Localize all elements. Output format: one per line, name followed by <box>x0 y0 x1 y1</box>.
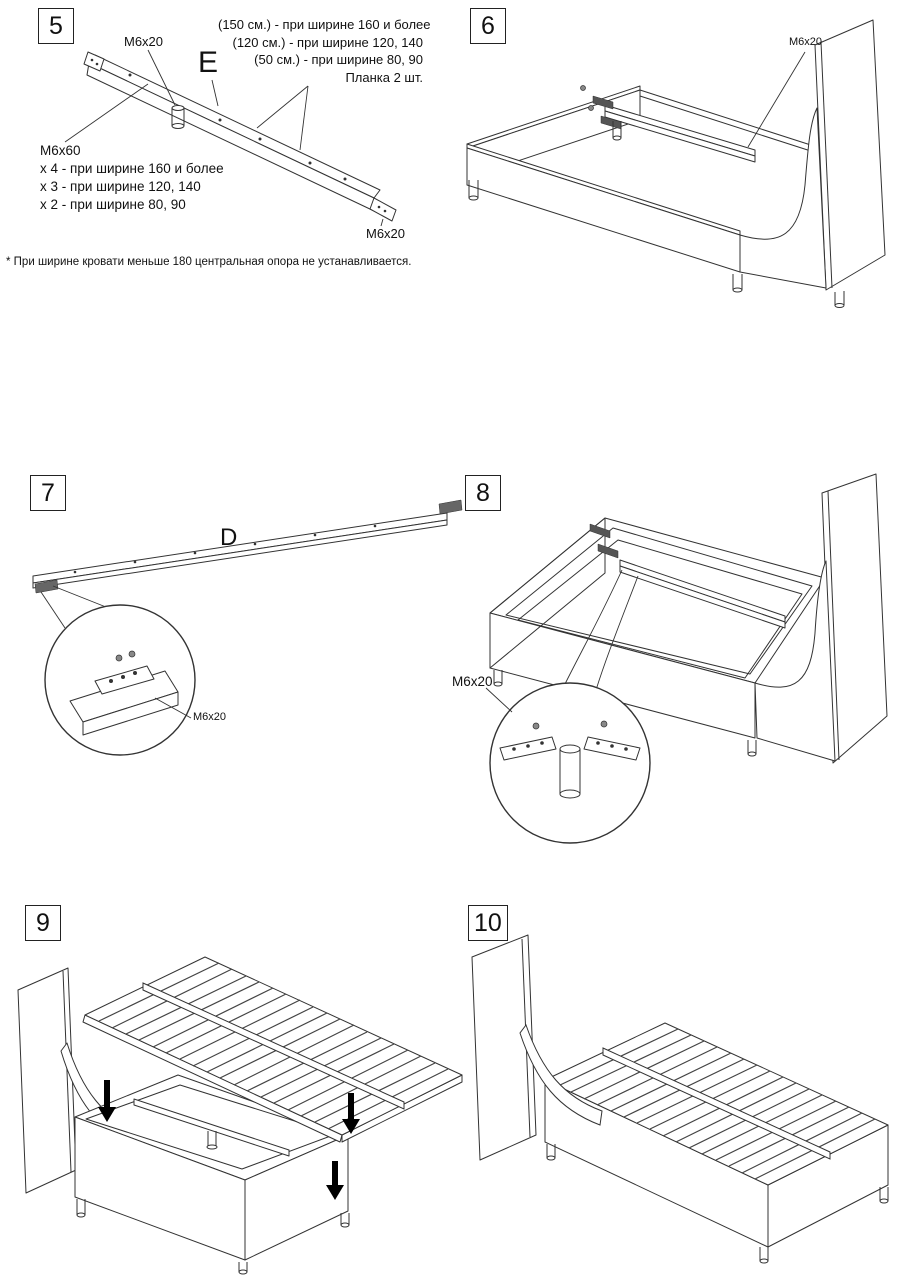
magnifier-circle <box>489 682 651 844</box>
step-number-8: 8 <box>476 478 490 507</box>
bed-box <box>489 473 888 764</box>
step-5-panel: 5 M6x20 E (150 см.) - при ширине 160 и б… <box>0 0 440 290</box>
frame-legs <box>493 670 757 757</box>
step-number-box-9: 9 <box>25 905 61 941</box>
headboard <box>471 934 537 1161</box>
fastener-label-m6x20-bottom: M6x20 <box>366 226 406 241</box>
bracket-holes <box>109 671 137 683</box>
slat-center-rail <box>602 1047 831 1160</box>
step-10-panel: 10 <box>460 895 900 1280</box>
down-arrow-3-head <box>326 1185 344 1200</box>
beam-leg <box>612 121 622 141</box>
beam-brackets <box>589 523 619 559</box>
bracket-detail <box>69 665 179 736</box>
step8-drawing <box>485 473 888 844</box>
length-note-3: (50 см.) - при ширине 80, 90 <box>254 52 423 67</box>
plank-e <box>83 51 397 222</box>
leader-lines <box>747 51 806 148</box>
step10-drawing <box>471 934 889 1264</box>
bed-frame <box>466 19 886 291</box>
bolt-name-m6x60: M6x60 <box>40 143 81 158</box>
step-number-7: 7 <box>41 478 55 507</box>
end-brackets <box>34 499 463 594</box>
bolt-qty-block: M6x60 х 4 - при ширине 160 и более х 3 -… <box>40 142 224 214</box>
fastener-label-m6x20: M6x20 <box>789 36 823 48</box>
fastener-label-m6x20-top: M6x20 <box>124 34 164 49</box>
step-7-panel: 7 D M6x20 <box>15 468 465 773</box>
curved-side-wing <box>519 1023 603 1126</box>
step-number-9: 9 <box>36 908 50 937</box>
box-center-leg <box>206 1131 218 1150</box>
leader-line <box>485 687 513 713</box>
down-arrow-1-head <box>98 1107 116 1122</box>
loose-screws <box>580 85 594 111</box>
bolt-qty-note-3: х 2 - при ширине 80, 90 <box>40 197 186 212</box>
frame-legs <box>468 180 845 308</box>
support-screws <box>532 720 608 730</box>
zoom-cone-lines <box>40 585 112 629</box>
length-note-1: (150 см.) - при ширине 160 и более <box>218 17 431 32</box>
step7-drawing <box>32 499 463 756</box>
callout-curves <box>564 569 639 691</box>
step6-drawing <box>466 19 886 308</box>
screw-holes <box>90 58 387 213</box>
step-number-5: 5 <box>49 11 63 40</box>
down-arrow-3 <box>332 1161 338 1185</box>
leader-lines <box>64 49 384 227</box>
support-holes <box>512 741 628 751</box>
fastener-label-m6x20: M6x20 <box>193 711 227 723</box>
plank-length-notes: (150 см.) - при ширине 160 и более (120 … <box>218 16 431 86</box>
down-arrow-1 <box>104 1080 110 1107</box>
step-number-10: 10 <box>474 908 502 937</box>
box-legs <box>76 1199 350 1275</box>
footnote-text: * При ширине кровати меньше 180 централь… <box>6 256 412 268</box>
bracket-screws <box>115 650 136 662</box>
step-8-panel: 8 M6x20 <box>450 468 900 850</box>
part-letter-e: E <box>198 46 219 79</box>
step-number-box-6: 6 <box>470 8 506 44</box>
step-number-box-10: 10 <box>468 905 508 941</box>
storage-box <box>74 1074 349 1261</box>
slat-center-rail <box>142 982 405 1110</box>
step-9-panel: 9 <box>10 895 470 1280</box>
step5-drawing <box>64 49 397 227</box>
leader-line <box>154 697 192 719</box>
fastener-label-m6x20: M6x20 <box>452 674 493 689</box>
plank-qty-note: Планка 2 шт. <box>345 69 423 85</box>
step-number-box-8: 8 <box>465 475 501 511</box>
center-leg <box>171 105 185 129</box>
down-arrow-2-head <box>342 1119 360 1134</box>
bolt-qty-note-2: х 3 - при ширине 120, 140 <box>40 179 201 194</box>
bolt-qty-note-1: х 4 - при ширине 160 и более <box>40 161 224 176</box>
step9-drawing <box>17 956 463 1275</box>
length-note-2: (120 см.) - при ширине 120, 140 <box>232 34 423 50</box>
down-arrow-2 <box>348 1093 354 1119</box>
bed-legs <box>546 1144 889 1264</box>
plank-d <box>32 512 448 589</box>
down-arrows <box>98 1080 360 1200</box>
step-number-box-5: 5 <box>38 8 74 44</box>
part-letter-d: D <box>220 524 238 551</box>
screw-holes <box>73 524 377 574</box>
step-6-panel: 6 M6x20 <box>455 0 900 315</box>
step-number-box-7: 7 <box>30 475 66 511</box>
step-number-6: 6 <box>481 11 495 40</box>
